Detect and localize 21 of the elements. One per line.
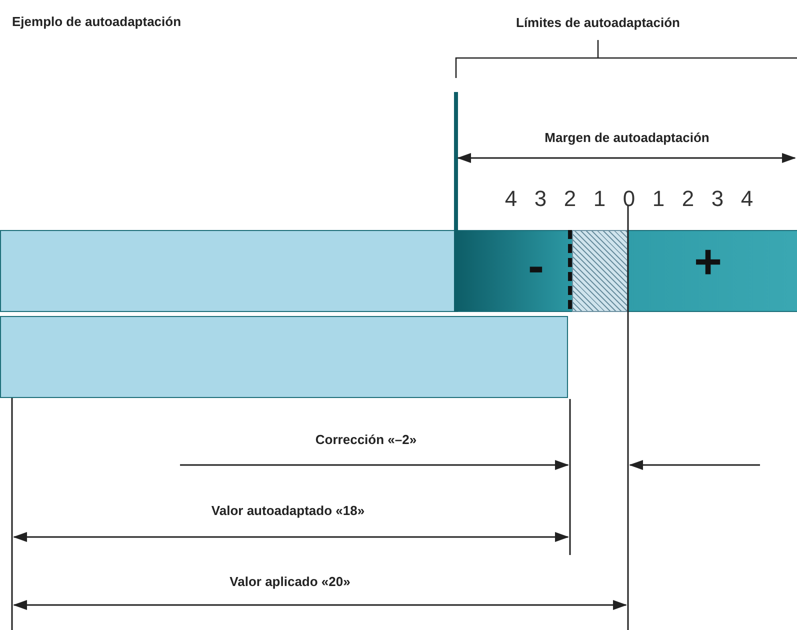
scale-number: 2 (682, 186, 694, 212)
dimension-label: Corrección «–2» (315, 432, 417, 447)
minus-sign: - (528, 243, 544, 291)
bar (0, 230, 456, 312)
plus-sign: + (694, 239, 722, 287)
dimension-label: Valor autoadaptado «18» (211, 503, 365, 518)
hatched-zone (572, 230, 628, 312)
dimension-label: Valor aplicado «20» (230, 574, 350, 589)
scale-number: 4 (504, 186, 518, 212)
scale-number: 1 (593, 186, 606, 212)
dimension-label: Margen de autoadaptación (544, 130, 710, 145)
scale-number: 1 (652, 186, 665, 212)
scale-number: 3 (711, 186, 724, 212)
adaptation-band (458, 230, 797, 312)
scale-number: 0 (622, 186, 636, 212)
diagram-title: Ejemplo de autoadaptación (12, 14, 182, 29)
scale-number: 3 (534, 186, 547, 212)
heading: Límites de autoadaptación (516, 15, 680, 30)
bar (0, 316, 568, 398)
scale-number: 2 (564, 186, 576, 212)
scale-number: 4 (740, 186, 754, 212)
